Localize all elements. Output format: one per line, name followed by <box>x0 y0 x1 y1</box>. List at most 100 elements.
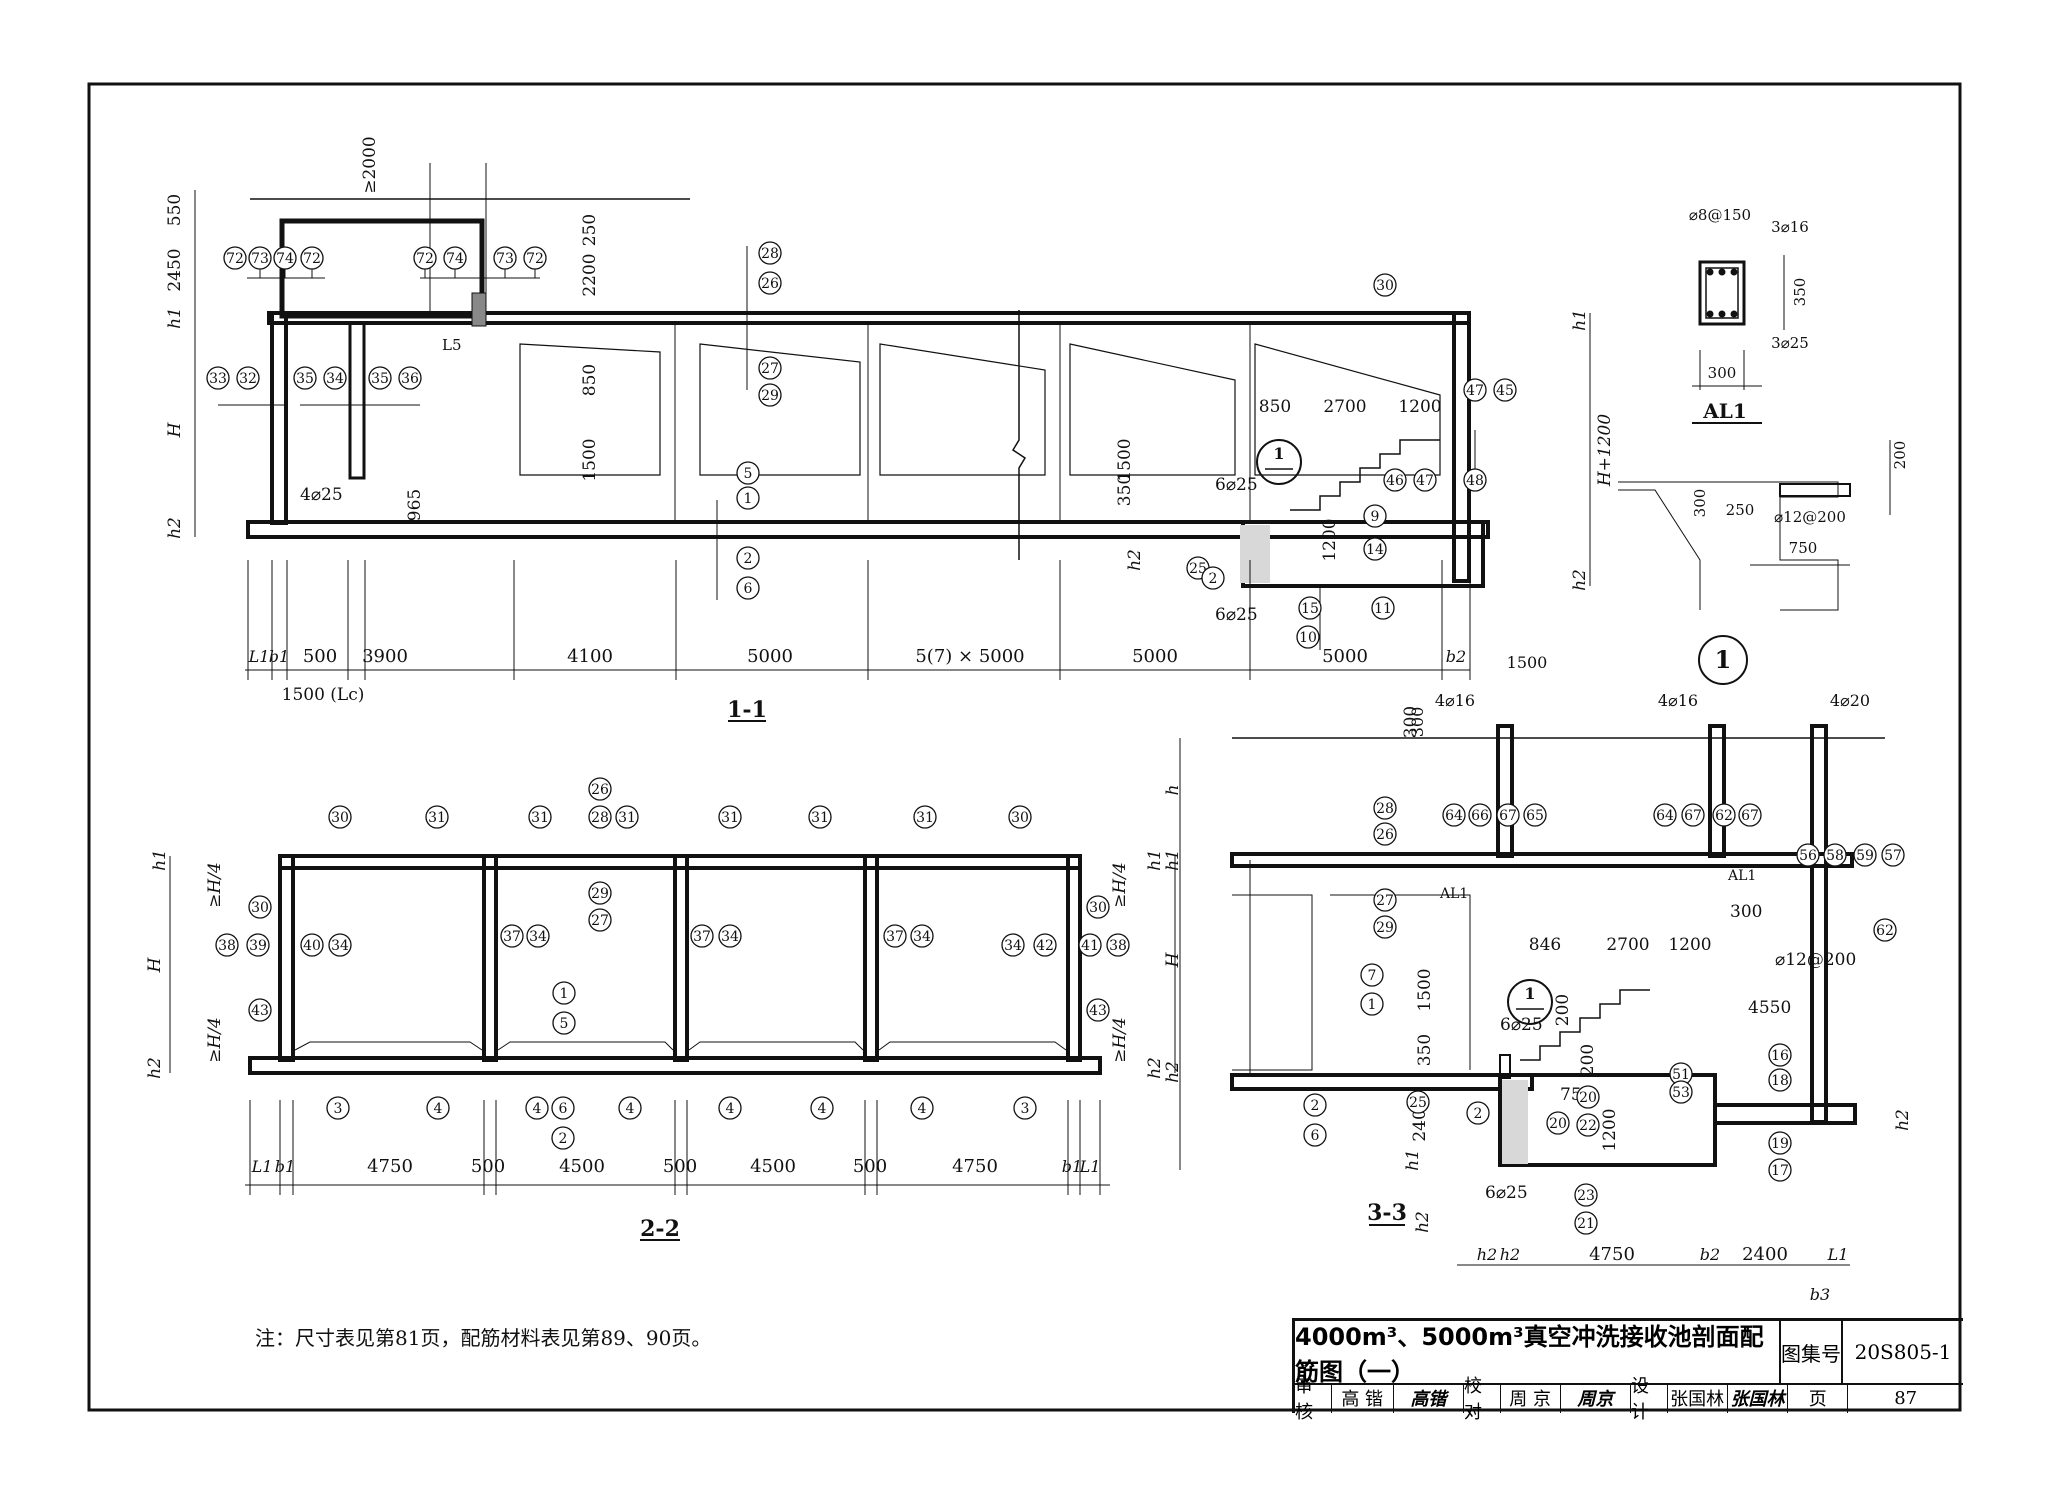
drawing-note: 注：尺寸表见第81页，配筋材料表见第89、90页。 <box>255 1326 712 1350</box>
callout-bubble <box>910 1096 934 1120</box>
callout-number: 38 <box>1109 938 1127 954</box>
dim-3-3-left: h1 <box>1403 1149 1423 1171</box>
callout-number: 31 <box>811 810 829 826</box>
callout-bubble <box>1086 998 1110 1022</box>
callout-bubble <box>1298 596 1322 620</box>
callout-bubble <box>398 366 422 390</box>
callout-number: 4 <box>626 1101 635 1117</box>
callout-number: 72 <box>303 251 321 267</box>
dim-1-1-stair: 2700 <box>1323 397 1366 417</box>
callout-number: 5 <box>560 1016 569 1032</box>
dim-1-1-vertical: 1500 <box>580 438 600 481</box>
callout-bubble <box>368 366 392 390</box>
callout-bubble <box>1653 803 1677 827</box>
callout-number: 51 <box>1672 1067 1690 1083</box>
callout-bubble <box>1371 596 1395 620</box>
callout-number: 37 <box>693 929 711 945</box>
beam-label-al1: AL1 <box>1727 868 1756 884</box>
callout-number: 43 <box>1089 1003 1107 1019</box>
drawing-title: 4000m³、5000m³真空冲洗接收池剖面配筋图（一） <box>1295 1321 1781 1386</box>
callout-number: 4 <box>918 1101 927 1117</box>
callout-bubble <box>1296 625 1320 649</box>
callout-bubble <box>248 895 272 919</box>
callout-number: 1 <box>560 986 569 1002</box>
callout-number: 3 <box>1021 1101 1030 1117</box>
callout-number: 41 <box>1081 938 1099 954</box>
dim-1-1-stair: 850 <box>1259 397 1291 417</box>
rebar-label: 4⌀25 <box>300 485 343 505</box>
callout-number: 47 <box>1466 383 1484 399</box>
callout-number: 21 <box>1577 1216 1595 1232</box>
callout-number: 64 <box>1656 808 1674 824</box>
callout-number: 31 <box>428 810 446 826</box>
dim-2-2-bottom: 4750 <box>952 1156 998 1177</box>
callout-bubble <box>690 924 714 948</box>
rebar-label-3-3: h2 <box>1893 1109 1913 1131</box>
callout-number: 20 <box>1549 1116 1567 1132</box>
callout-number: 34 <box>913 929 931 945</box>
title-block-top-row: 4000m³、5000m³真空冲洗接收池剖面配筋图（一） 图集号 20S805-… <box>1295 1321 1963 1386</box>
callout-number: 6 <box>559 1101 568 1117</box>
callout-bubble <box>1413 468 1437 492</box>
al1-bottom-bars: 3⌀25 <box>1771 334 1809 352</box>
ledge-dim: 750 <box>1789 539 1818 557</box>
dim-2-2-right: h1 <box>1145 849 1165 871</box>
callout-bubble <box>413 246 437 270</box>
dim-2-2-left: H <box>145 956 165 973</box>
callout-number: 74 <box>446 251 464 267</box>
callout-bubble <box>618 1096 642 1120</box>
section-3-3 <box>1179 724 1885 1266</box>
ledge-dim: 300 <box>1691 489 1709 518</box>
callout-number: 29 <box>591 886 609 902</box>
rebar-label-3-3: 4550 <box>1748 998 1791 1018</box>
callout-number: 14 <box>1366 542 1384 558</box>
dim-3-3-bottom: b2 <box>1700 1245 1720 1264</box>
dim-2-2-bottom: 500 <box>853 1156 887 1177</box>
callout-number: 35 <box>371 371 389 387</box>
callout-number: 31 <box>916 810 934 826</box>
al1-top-bars: 3⌀16 <box>1771 218 1809 236</box>
callout-number: 34 <box>721 929 739 945</box>
callout-number: 67 <box>1741 808 1759 824</box>
callout-bubble <box>736 546 760 570</box>
ledge-dim: 250 <box>1726 501 1755 519</box>
checker-signature: 周京 <box>1561 1383 1631 1413</box>
atlas-label: 图集号 <box>1781 1321 1843 1383</box>
dim-3-3-left: 300 <box>1401 706 1421 738</box>
callout-bubble <box>588 805 612 829</box>
callout-bubble <box>1493 378 1517 402</box>
callout-bubble <box>758 271 782 295</box>
callout-bubble <box>443 246 467 270</box>
callout-bubble <box>1360 992 1384 1016</box>
callout-number: 43 <box>251 1003 269 1019</box>
callout-bubble <box>248 998 272 1022</box>
callout-bubble <box>1738 803 1762 827</box>
callout-bubble <box>1201 566 1225 590</box>
rebar-label-3-3: 200 <box>1553 994 1573 1026</box>
callout-number: 17 <box>1771 1163 1789 1179</box>
callout-number: 9 <box>1371 509 1380 525</box>
callout-bubble <box>1008 805 1032 829</box>
callout-number: 34 <box>331 938 349 954</box>
dim-3-3-bottom: L1 <box>1827 1245 1849 1264</box>
dim-2-2-bottom: 500 <box>471 1156 505 1177</box>
callout-number: 25 <box>1409 1095 1427 1111</box>
callout-bubble <box>1881 843 1905 867</box>
dim-2-2-right: ≥H/4 <box>1110 862 1130 908</box>
dim-1-1-vertical: 350 <box>1115 474 1135 506</box>
callout-number: 48 <box>1466 473 1484 489</box>
callout-bubble <box>1768 1043 1792 1067</box>
dim-3-3-bottom: b3 <box>1810 1285 1830 1304</box>
dim-1-1-vertical: 1200 <box>1320 518 1340 561</box>
callout-number: 30 <box>331 810 349 826</box>
callout-bubble <box>1768 1068 1792 1092</box>
callout-number: 4 <box>726 1101 735 1117</box>
callout-bubble <box>1466 1101 1490 1125</box>
dim-1-1-vertical: h2 <box>1125 549 1145 571</box>
callout-number: 20 <box>1579 1090 1597 1106</box>
callout-bubble <box>525 1096 549 1120</box>
callout-bubble <box>1463 378 1487 402</box>
dim-1-1-left: h2 <box>165 517 185 539</box>
callout-number: 25 <box>1189 561 1207 577</box>
